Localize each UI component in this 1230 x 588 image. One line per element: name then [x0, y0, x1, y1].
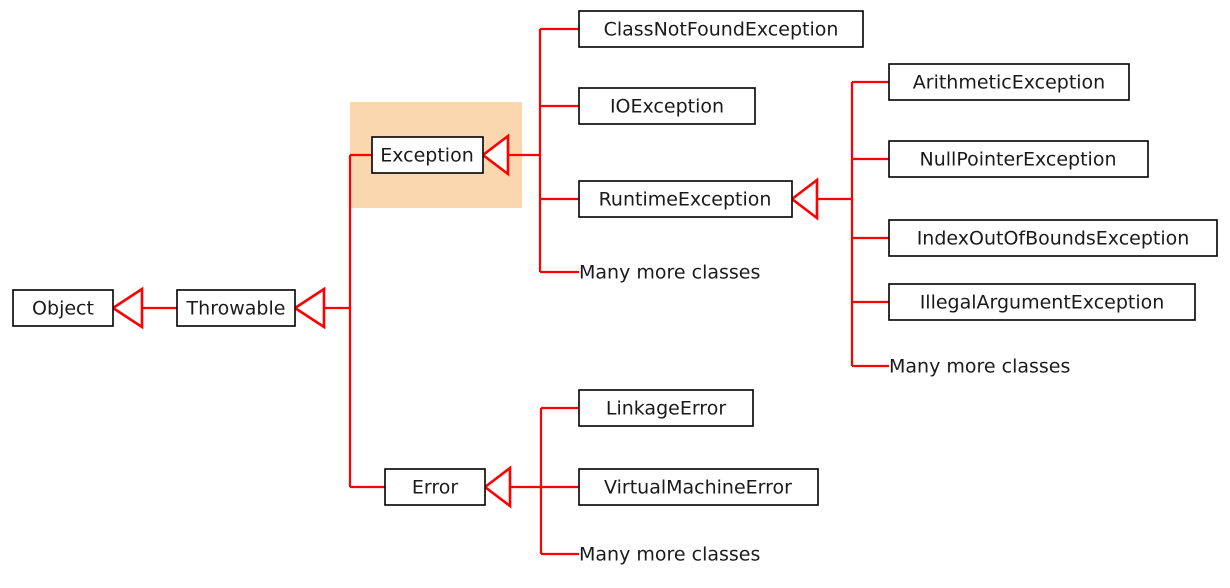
- node-illegal-argument-exception-box[interactable]: [888, 283, 1196, 321]
- node-illegal-argument-exception-label: IllegalArgumentException: [920, 292, 1165, 314]
- node-index-out-of-bounds-exception-label: IndexOutOfBoundsException: [917, 228, 1190, 250]
- node-runtime-exception-box[interactable]: [578, 180, 793, 218]
- node-error-label: Error: [412, 477, 459, 499]
- node-throwable-label: Throwable: [186, 298, 286, 320]
- node-arithmetic-exception-label: ArithmeticException: [913, 72, 1105, 94]
- node-exception-box[interactable]: [371, 136, 484, 174]
- node-object-box[interactable]: [12, 289, 114, 327]
- inheritance-arrow-runtime-exception: [789, 177, 819, 221]
- node-null-pointer-exception-box[interactable]: [888, 140, 1149, 178]
- label-runtime-many-more-classes: Many more classes: [889, 356, 1070, 378]
- inheritance-arrow-throwable: [292, 286, 326, 330]
- node-exception-label: Exception: [380, 145, 474, 167]
- node-throwable-box[interactable]: [176, 289, 296, 327]
- label-exception-many-more-classes: Many more classes: [579, 262, 760, 284]
- node-class-not-found-exception-label: ClassNotFoundException: [604, 19, 839, 41]
- node-object-label: Object: [32, 298, 94, 320]
- node-linkage-error-label: LinkageError: [606, 398, 726, 420]
- node-linkage-error-box[interactable]: [578, 389, 754, 427]
- node-virtual-machine-error-label: VirtualMachineError: [604, 477, 792, 499]
- inheritance-arrow-exception: [480, 133, 510, 177]
- node-index-out-of-bounds-exception-box[interactable]: [888, 219, 1218, 257]
- node-class-not-found-exception-box[interactable]: [578, 10, 864, 48]
- node-null-pointer-exception-label: NullPointerException: [920, 149, 1117, 171]
- node-arithmetic-exception-box[interactable]: [888, 63, 1130, 101]
- node-io-exception-label: IOException: [610, 96, 724, 118]
- node-runtime-exception-label: RuntimeException: [599, 189, 772, 211]
- inheritance-arrow-object: [110, 286, 144, 330]
- node-virtual-machine-error-box[interactable]: [578, 468, 819, 506]
- node-io-exception-box[interactable]: [578, 87, 756, 125]
- inheritance-arrow-error: [482, 465, 512, 509]
- label-error-many-more-classes: Many more classes: [579, 544, 760, 566]
- node-error-box[interactable]: [384, 468, 486, 506]
